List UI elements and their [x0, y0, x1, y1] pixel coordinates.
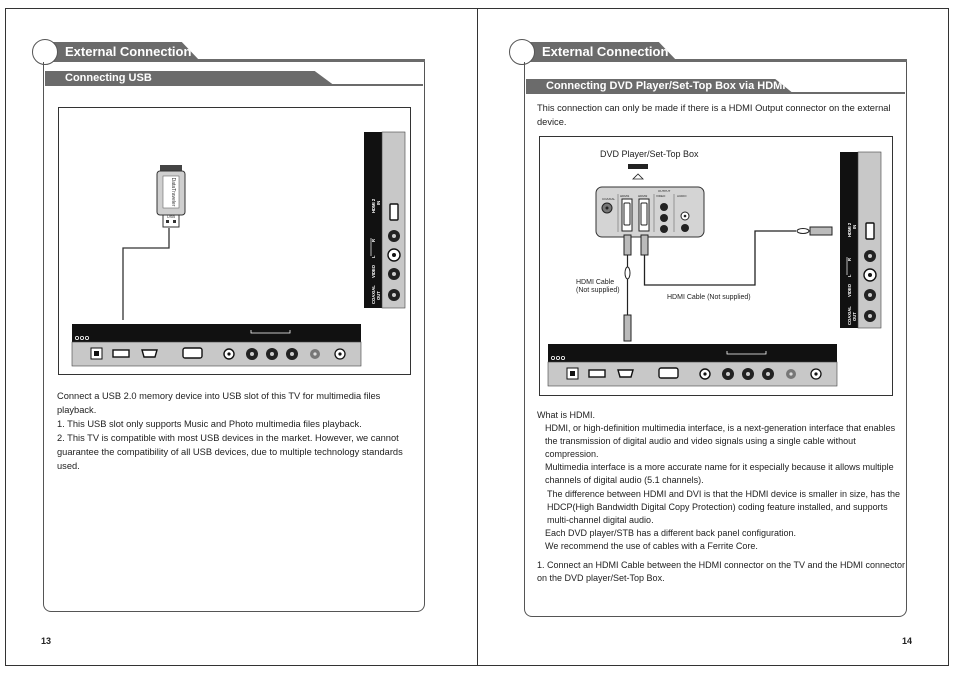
side-label-video: VIDEO — [847, 283, 852, 297]
what-is-hdmi-p1: HDMI, or high-definition multimedia inte… — [545, 423, 896, 460]
what-is-hdmi-p4: Each DVD player/STB has a different back… — [545, 527, 796, 538]
cable-label-right: HDMI Cable (Not supplied) — [667, 294, 751, 301]
right-page-number: 14 — [902, 636, 913, 646]
what-is-hdmi-p2: Multimedia interface is a more accurate … — [545, 462, 894, 486]
usb-note-2: 2. This TV is compatible with most USB d… — [57, 433, 403, 471]
side-label-hdmi2: HDMI 2 — [371, 198, 376, 213]
tv-side-panel-label-strip — [840, 152, 858, 328]
bottom-panel-ports — [90, 347, 346, 360]
what-is-hdmi-section: What is HDMI. HDMI, or high-definition m… — [537, 409, 907, 585]
dvd-label-hdmi1: HDMI1 — [620, 194, 630, 198]
left-content-panel — [43, 62, 425, 612]
right-title-rule — [662, 59, 907, 62]
side-panel-ports — [387, 203, 401, 301]
dvd-device-label: DVD Player/Set-Top Box — [600, 149, 699, 159]
right-title-circle — [509, 39, 535, 65]
usb-cable — [122, 228, 170, 320]
page-divider — [477, 8, 478, 666]
side-label-l: L — [371, 255, 376, 258]
dvd-label-audio: AUDIO — [677, 194, 687, 198]
side-label-in: IN — [376, 201, 381, 205]
hdmi-intro: This connection can only be made if ther… — [537, 103, 891, 127]
cable-label-left-line2: (Not supplied) — [576, 287, 620, 294]
hdmi-cable-to-tv — [643, 230, 796, 286]
hdmi-connection-figure: DVD Player/Set-Top Box COAXIAL HDMI1 HDM… — [539, 136, 893, 396]
side-label-hdmi2: HDMI 2 — [847, 222, 852, 237]
left-title: External Connection — [41, 42, 201, 62]
right-content-panel — [524, 62, 907, 617]
usb-intro: Connect a USB 2.0 memory device into USB… — [57, 391, 381, 415]
tv-bottom-panel-top — [72, 324, 361, 342]
side-label-video: VIDEO — [371, 264, 376, 278]
dvd-label-output: OUTPUT — [658, 189, 671, 193]
right-subtitle-rule — [526, 92, 905, 94]
right-page: External Connection Connecting DVD Playe… — [478, 8, 950, 666]
what-is-hdmi-p5: We recommend the use of cables with a Fe… — [545, 540, 758, 551]
left-body-text: Connect a USB 2.0 memory device into USB… — [57, 389, 419, 473]
usb-stick-brand: DataTraveler — [170, 178, 176, 207]
side-label-coaxial: COAXIAL — [847, 306, 852, 325]
tv-bottom-panel-top — [548, 344, 837, 362]
what-is-hdmi-heading: What is HDMI. — [537, 410, 596, 420]
side-label-out: OUT — [852, 312, 857, 321]
cable-label-left-line1: HDMI Cable — [576, 279, 614, 286]
bottom-panel-ports — [566, 367, 822, 380]
side-panel-ports — [863, 222, 877, 322]
dvd-label-hdmi2: HDMI2 — [638, 194, 648, 198]
left-subtitle-rule — [45, 84, 423, 86]
right-title: External Connection — [518, 42, 678, 62]
side-label-in: IN — [852, 225, 857, 229]
left-subtitle: Connecting USB — [45, 71, 335, 86]
usb-connection-figure: DataTraveler USB — [58, 107, 411, 375]
dvd-label-coaxial: COAXIAL — [602, 197, 615, 201]
left-page-number: 13 — [41, 636, 52, 646]
side-label-out: OUT — [376, 291, 381, 300]
left-title-circle — [32, 39, 58, 65]
left-title-rule — [185, 59, 425, 62]
tv-side-panel — [857, 151, 882, 329]
side-label-r: R — [847, 258, 852, 261]
dvd-ports — [601, 198, 690, 233]
usb-stick-label: USB — [167, 214, 176, 219]
dvd-icon — [628, 164, 648, 169]
side-label-r: R — [371, 239, 376, 242]
tv-side-panel-label-strip — [364, 132, 382, 308]
usb-stick: DataTraveler USB — [156, 165, 186, 228]
usb-note-1: 1. This USB slot only supports Music and… — [57, 419, 362, 429]
hdmi-step-1: 1. Connect an HDMI Cable between the HDM… — [537, 560, 906, 584]
hdmi-cable-plugs — [623, 226, 833, 342]
what-is-hdmi-p3: The difference between HDMI and DVI is t… — [547, 488, 900, 525]
side-label-coaxial: COAXIAL — [371, 285, 376, 304]
right-subtitle: Connecting DVD Player/Set-Top Box via HD… — [526, 79, 794, 94]
usb-diagram: DataTraveler USB — [71, 131, 406, 367]
left-page: External Connection Connecting USB DataT… — [5, 8, 477, 666]
dvd-label-video: VIDEO — [656, 194, 666, 198]
hdmi-diagram: DVD Player/Set-Top Box COAXIAL HDMI1 HDM… — [547, 149, 882, 387]
side-label-l: L — [847, 274, 852, 277]
